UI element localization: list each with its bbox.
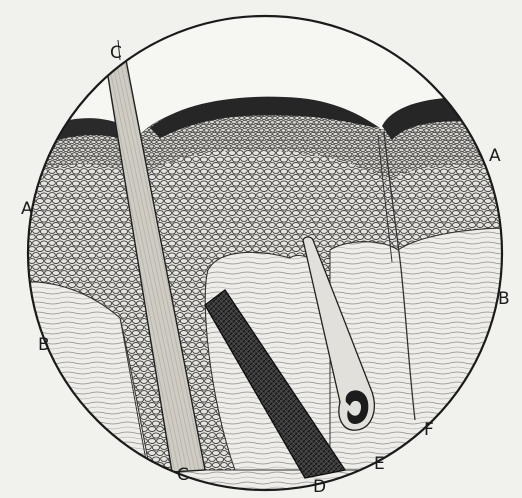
label-e: E bbox=[374, 456, 385, 473]
label-a-left: A bbox=[21, 201, 33, 218]
label-c-top: C bbox=[110, 45, 122, 62]
label-b-right: B bbox=[498, 291, 510, 308]
label-c-bottom: C bbox=[177, 467, 189, 484]
label-a-right: A bbox=[489, 148, 501, 165]
label-f: F bbox=[424, 422, 434, 439]
label-d: D bbox=[313, 479, 326, 496]
label-b-left: B bbox=[38, 337, 50, 354]
